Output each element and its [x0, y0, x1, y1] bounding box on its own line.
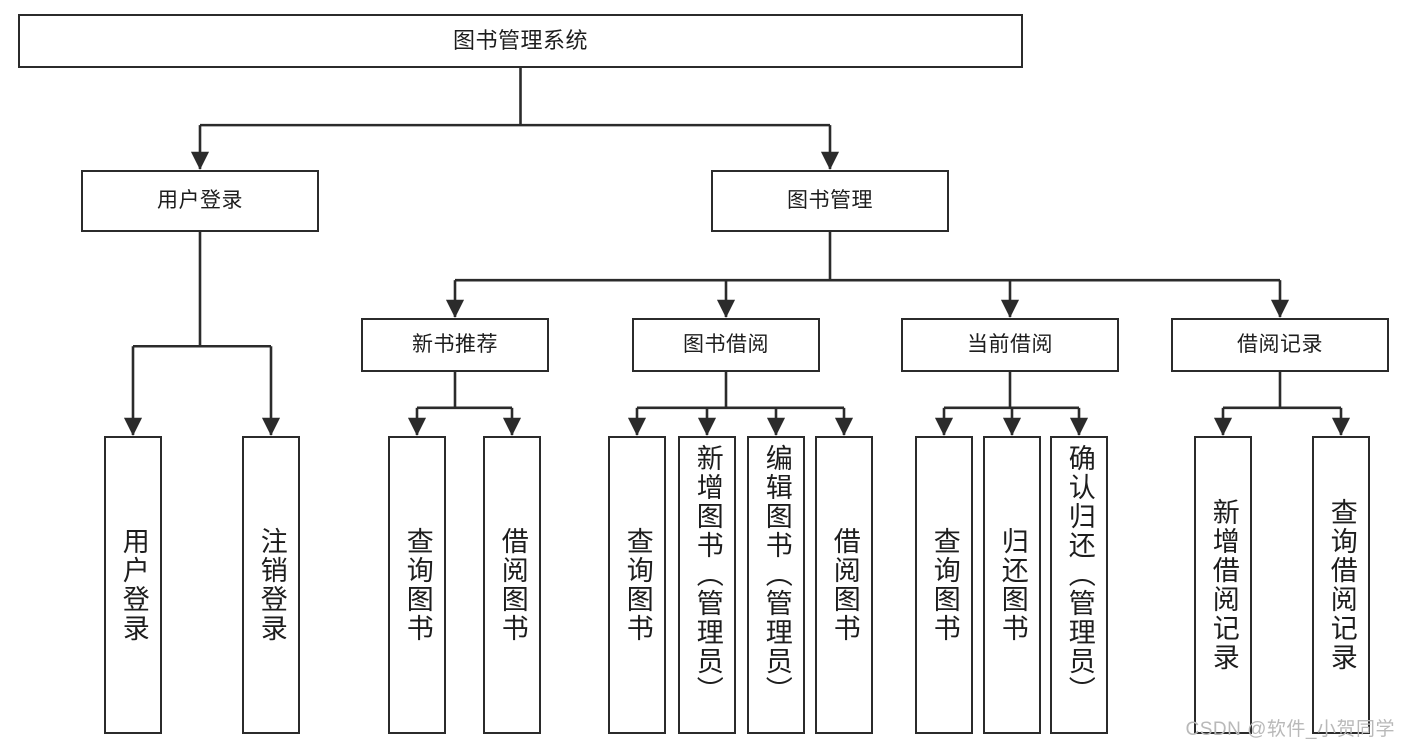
node-leaf_add_record-label: 新增借阅记录	[1208, 498, 1239, 672]
node-leaf_query_book_2-label: 查询图书	[622, 527, 653, 643]
node-leaf_confirm_return-label: 确认归还（管理员）	[1064, 444, 1095, 705]
node-root-label: 图书管理系统	[452, 28, 588, 54]
node-book_manage-label: 图书管理	[787, 188, 873, 212]
node-leaf_borrow_book_2[interactable]: 借阅图书	[815, 436, 873, 734]
node-current_borrow[interactable]: 当前借阅	[901, 318, 1119, 372]
node-user_login-label: 用户登录	[157, 188, 243, 212]
node-leaf_user_login-label: 用户登录	[118, 527, 149, 643]
node-leaf_edit_book[interactable]: 编辑图书（管理员）	[747, 436, 805, 734]
node-leaf_query_book_1-label: 查询图书	[402, 527, 433, 643]
node-leaf_add_book[interactable]: 新增图书（管理员）	[678, 436, 736, 734]
node-leaf_borrow_book_1[interactable]: 借阅图书	[483, 436, 541, 734]
node-user_login[interactable]: 用户登录	[81, 170, 319, 232]
node-leaf_query_book_2[interactable]: 查询图书	[608, 436, 666, 734]
node-leaf_edit_book-label: 编辑图书（管理员）	[761, 444, 792, 705]
node-new_book_rec[interactable]: 新书推荐	[361, 318, 549, 372]
node-leaf_user_login[interactable]: 用户登录	[104, 436, 162, 734]
node-leaf_query_book_1[interactable]: 查询图书	[388, 436, 446, 734]
watermark-text: CSDN @软件_小贺同学	[1185, 719, 1395, 740]
node-leaf_return_book-label: 归还图书	[997, 527, 1028, 643]
node-leaf_query_book_3-label: 查询图书	[929, 527, 960, 643]
node-leaf_user_logout[interactable]: 注销登录	[242, 436, 300, 734]
node-leaf_borrow_book_2-label: 借阅图书	[829, 527, 860, 643]
node-root[interactable]: 图书管理系统	[18, 14, 1023, 68]
node-book_borrow[interactable]: 图书借阅	[632, 318, 820, 372]
node-leaf_query_record[interactable]: 查询借阅记录	[1312, 436, 1370, 734]
node-book_borrow-label: 图书借阅	[683, 332, 769, 356]
node-leaf_query_record-label: 查询借阅记录	[1326, 498, 1357, 672]
node-borrow_record[interactable]: 借阅记录	[1171, 318, 1389, 372]
node-book_manage[interactable]: 图书管理	[711, 170, 949, 232]
node-leaf_return_book[interactable]: 归还图书	[983, 436, 1041, 734]
node-leaf_confirm_return[interactable]: 确认归还（管理员）	[1050, 436, 1108, 734]
node-leaf_add_record[interactable]: 新增借阅记录	[1194, 436, 1252, 734]
node-current_borrow-label: 当前借阅	[967, 332, 1053, 356]
node-borrow_record-label: 借阅记录	[1237, 332, 1323, 356]
node-leaf_borrow_book_1-label: 借阅图书	[497, 527, 528, 643]
node-leaf_add_book-label: 新增图书（管理员）	[692, 444, 723, 705]
node-leaf_user_logout-label: 注销登录	[256, 527, 287, 643]
node-leaf_query_book_3[interactable]: 查询图书	[915, 436, 973, 734]
node-new_book_rec-label: 新书推荐	[412, 332, 498, 356]
